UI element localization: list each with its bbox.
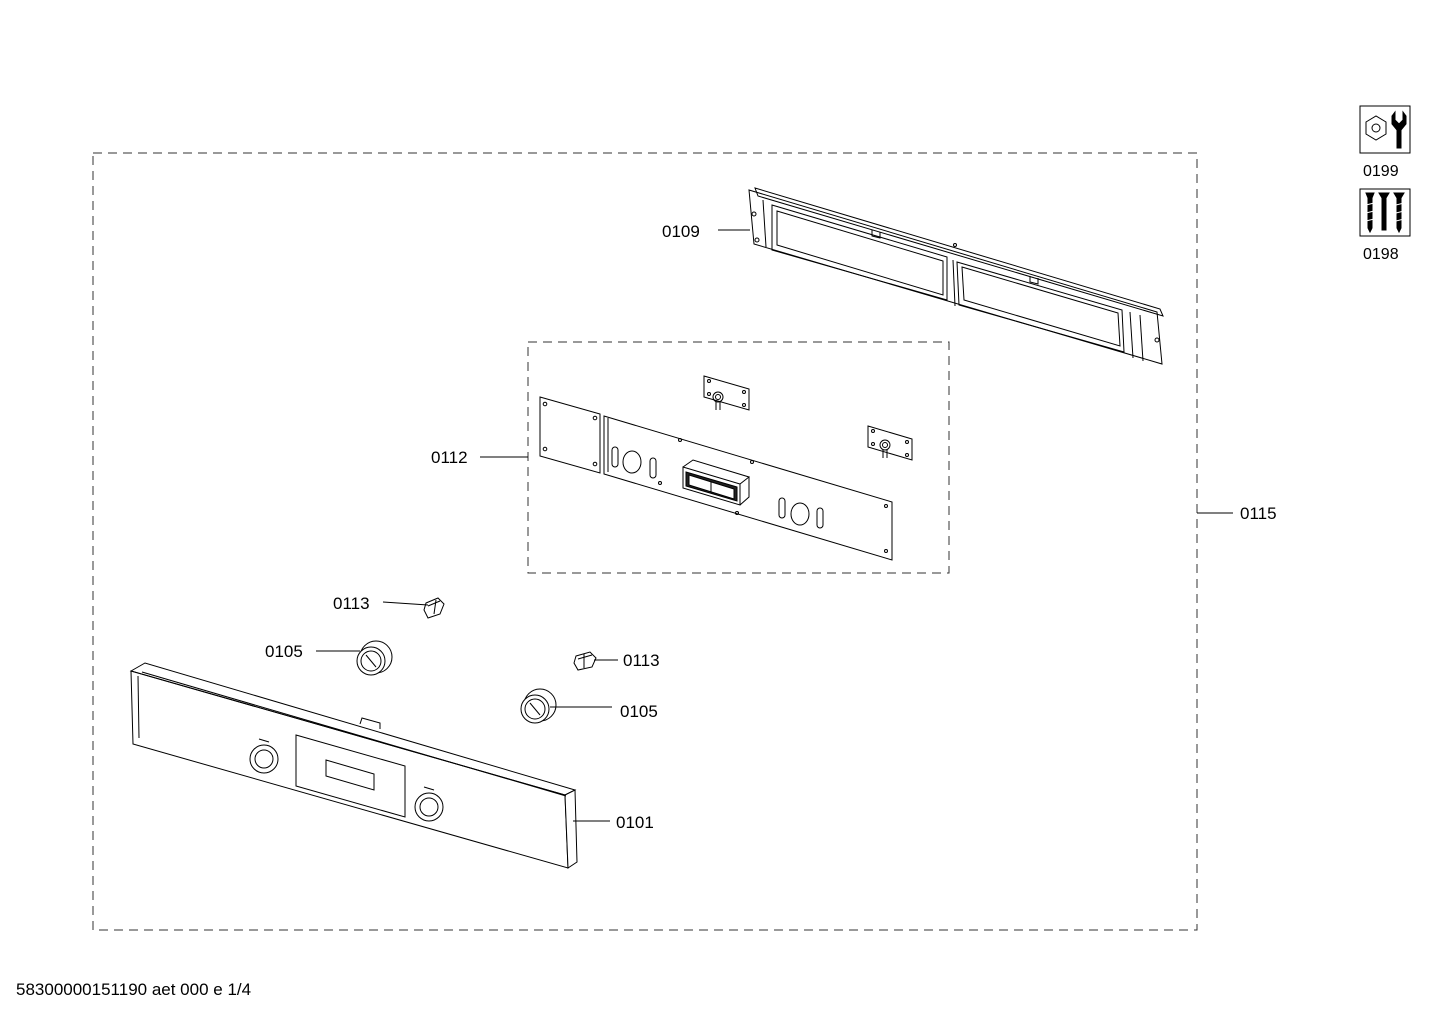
part-0113-connector-a <box>424 598 444 618</box>
assembly-boundary-0115 <box>93 153 1197 930</box>
leader-lines <box>316 230 1233 821</box>
part-0112-panel <box>540 376 912 560</box>
part-0113-connector-b <box>574 652 596 670</box>
icon-label-0198: 0198 <box>1363 246 1399 263</box>
part-0101-fascia <box>131 663 577 868</box>
part-0105-knob-a <box>357 641 392 675</box>
icon-label-0199: 0199 <box>1363 163 1399 180</box>
part-0109-frame <box>749 188 1163 364</box>
document-code: 58300000151190 aet 000 e 1/4 <box>16 980 252 999</box>
label-0115: 0115 <box>1240 504 1277 523</box>
label-0112: 0112 <box>431 448 468 467</box>
label-0113-b: 0113 <box>623 651 660 670</box>
tools-icon <box>1360 106 1410 153</box>
label-0105-a: 0105 <box>265 642 303 661</box>
label-0113-a: 0113 <box>333 594 370 613</box>
label-0109: 0109 <box>662 222 700 241</box>
label-0105-b: 0105 <box>620 702 658 721</box>
label-0101: 0101 <box>616 813 654 832</box>
part-0105-knob-b <box>521 689 556 723</box>
screws-icon <box>1360 189 1410 236</box>
